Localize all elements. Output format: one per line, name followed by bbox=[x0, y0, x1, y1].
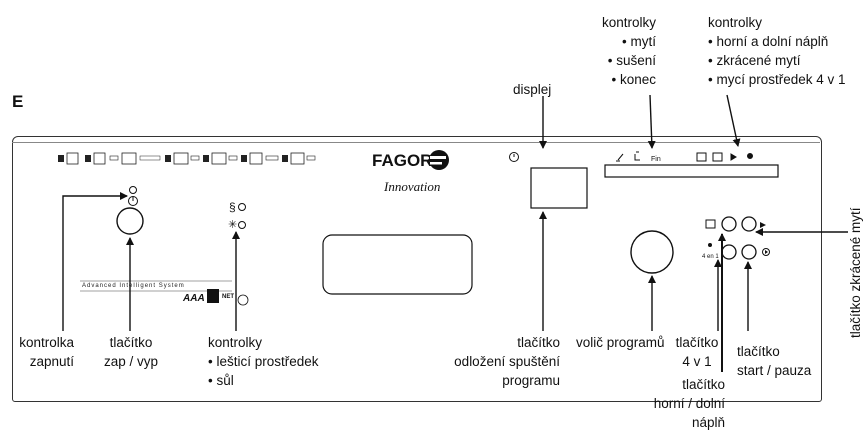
label-washdry-indicators: kontrolky • mytí • sušení • konec bbox=[556, 13, 656, 89]
clock-icon bbox=[509, 152, 519, 162]
label-line: tlačítko bbox=[682, 377, 725, 392]
power-icon bbox=[128, 196, 138, 206]
section-letter: E bbox=[12, 92, 24, 111]
label-line: • zkrácené mytí bbox=[708, 53, 801, 68]
delay-display bbox=[530, 167, 588, 209]
label-half-load: tlačítko horní / dolní náplň bbox=[615, 375, 725, 432]
display-window bbox=[322, 234, 473, 295]
label-line: programu bbox=[502, 373, 560, 388]
brand-logo: FAGOR bbox=[372, 151, 432, 170]
four-in-one-button[interactable] bbox=[721, 244, 737, 260]
label-delay-button: tlačítko odložení spuštění programu bbox=[410, 333, 560, 390]
status-icons: Fin bbox=[616, 151, 753, 163]
callout-lines bbox=[62, 94, 848, 372]
panel-top-edge bbox=[12, 136, 820, 143]
label-line: horní / dolní bbox=[653, 396, 725, 411]
label-line: tlačítko bbox=[109, 335, 153, 350]
four-in-one-text: 4 en 1 bbox=[702, 254, 719, 260]
label-line: náplň bbox=[691, 415, 725, 430]
label-program-selector: volič programů bbox=[576, 335, 665, 350]
label-line: tlačítko bbox=[737, 344, 780, 359]
svg-text:Fin: Fin bbox=[651, 156, 661, 163]
label-line: kontrolka bbox=[19, 335, 74, 350]
half-load-button[interactable] bbox=[721, 216, 737, 232]
system-text: Advanced Intelligent System bbox=[82, 283, 185, 289]
indicator-bar bbox=[604, 164, 779, 178]
label-line: zapnutí bbox=[29, 354, 74, 369]
salt-symbol-icon: § bbox=[229, 200, 236, 214]
brand-mark bbox=[429, 150, 449, 170]
label-line: • mycí prostředek 4 v 1 bbox=[708, 72, 846, 87]
salt-led bbox=[238, 203, 246, 211]
start-pause-button[interactable] bbox=[741, 244, 757, 260]
label-four-in-one: tlačítko 4 v 1 bbox=[670, 333, 724, 371]
label-line: • sůl bbox=[208, 373, 234, 388]
label-display: displej bbox=[513, 82, 552, 97]
label-line: • mytí bbox=[622, 34, 656, 49]
label-indicators: kontrolky • lešticí prostředek • sůl bbox=[208, 333, 368, 390]
net-badge: NET bbox=[222, 294, 234, 300]
label-line: • konec bbox=[611, 72, 656, 87]
rating-badge-icon bbox=[207, 289, 219, 303]
label-start-pause: tlačítko start / pauza bbox=[737, 342, 837, 380]
label-line: tlačítko zkrácené mytí bbox=[848, 207, 863, 338]
label-line: kontrolky bbox=[708, 15, 763, 30]
label-power-led: kontrolka zapnutí bbox=[0, 333, 74, 371]
label-line: kontrolky bbox=[601, 15, 656, 30]
rinse-aid-icon: ✳ bbox=[228, 219, 237, 231]
power-button[interactable] bbox=[116, 207, 144, 235]
half-load-icon bbox=[705, 219, 716, 229]
energy-rating: AAA bbox=[182, 293, 205, 304]
short-wash-icon bbox=[760, 222, 766, 228]
label-line: start / pauza bbox=[737, 363, 812, 378]
label-line: zap / vyp bbox=[103, 354, 159, 369]
power-led bbox=[129, 186, 137, 194]
label-line: kontrolky bbox=[208, 335, 263, 350]
rinse-aid-led bbox=[238, 221, 246, 229]
label-line: tlačítko bbox=[517, 335, 560, 350]
label-power-button: tlačítko zap / vyp bbox=[95, 333, 167, 371]
label-line: • horní a dolní náplň bbox=[708, 34, 829, 49]
label-load-indicators: kontrolky • horní a dolní náplň • zkráce… bbox=[708, 13, 858, 89]
control-panel bbox=[12, 136, 822, 402]
label-line: • sušení bbox=[607, 53, 656, 68]
label-line: • lešticí prostředek bbox=[208, 354, 319, 369]
program-selector-knob[interactable] bbox=[630, 230, 674, 274]
brand-tagline: Innovation bbox=[383, 179, 440, 194]
label-short-wash: tlačítko zkrácené mytí bbox=[846, 90, 863, 340]
label-line: odložení spuštění bbox=[454, 354, 560, 369]
label-line: 4 v 1 bbox=[682, 354, 712, 369]
four-in-one-icon bbox=[708, 243, 712, 247]
program-icon-strip bbox=[58, 152, 316, 165]
short-wash-button[interactable] bbox=[741, 216, 757, 232]
start-pause-icon bbox=[762, 248, 770, 256]
label-line: tlačítko bbox=[675, 335, 719, 350]
